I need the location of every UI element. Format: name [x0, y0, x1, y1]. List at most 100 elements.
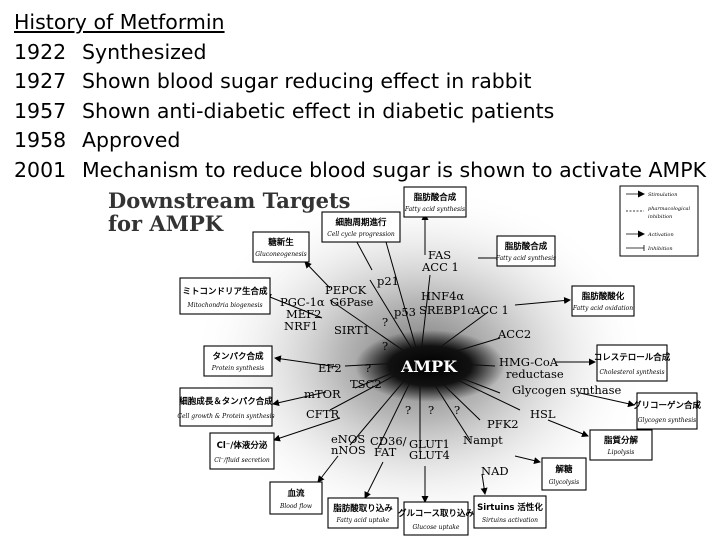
- node-acc1: ACC 1: [471, 303, 509, 317]
- box-subtitle: Protein synthesis: [211, 365, 264, 372]
- outcome-arrows: [264, 213, 635, 503]
- node-unknown: ?: [365, 361, 371, 375]
- box-fatty-acid-oxidation: 脂肪酸酸化 Fatty acid oxidation: [571, 285, 635, 317]
- node-ef2: EF2: [318, 361, 342, 375]
- box-title: 脂肪酸合成: [504, 241, 548, 252]
- history-event: Shown blood sugar reducing effect in rab…: [82, 69, 532, 93]
- target-labels: FAS ACC 1 p21 PEPCK G6Pase HNF4α PGC-1α …: [280, 248, 622, 478]
- node-nampt: Nampt: [463, 433, 503, 447]
- box-protein-synthesis: タンパク合成 Protein synthesis: [203, 345, 273, 377]
- node-mef2: MEF2: [286, 307, 321, 321]
- box-title: Sirtuins 活性化: [477, 502, 543, 513]
- box-subtitle: Cell cycle progression: [327, 231, 395, 238]
- node-srebp1c: SREBP1c: [419, 303, 474, 317]
- box-subtitle: Fatty acid synthesis: [495, 255, 556, 262]
- box-blood-flow: 血流 Blood flow: [269, 481, 323, 515]
- node-unknown: ?: [454, 403, 460, 417]
- box-subtitle: Glucose uptake: [413, 524, 460, 531]
- box-subtitle: Glycogen synthesis: [638, 417, 696, 424]
- legend: Stimulation pharmacological inhibition A…: [619, 185, 699, 257]
- box-title: コレステロール合成: [594, 352, 671, 363]
- legend-item: Activation: [647, 232, 674, 238]
- node-unknown: ?: [382, 339, 388, 353]
- node-nnos: nNOS: [331, 443, 366, 457]
- node-glut4: GLUT4: [409, 448, 450, 462]
- box-lipolysis: 脂質分解 Lipolysis: [589, 429, 653, 461]
- box-glycogen: グリコーゲン合成 Glycogen synthesis: [633, 392, 702, 430]
- node-acc1-top: ACC 1: [421, 260, 459, 274]
- history-event: Mechanism to reduce blood sugar is shown…: [82, 157, 707, 182]
- history-event: Synthesized: [82, 39, 207, 64]
- box-title: 糖新生: [268, 237, 294, 248]
- node-mtor: mTOR: [304, 387, 341, 401]
- node-pfk2: PFK2: [487, 417, 519, 431]
- node-pepck: PEPCK: [325, 283, 367, 297]
- box-title: 血流: [287, 488, 305, 499]
- box-title: グリコーゲン合成: [633, 400, 702, 411]
- box-title: 脂質分解: [603, 435, 639, 446]
- node-unknown: ?: [405, 403, 411, 417]
- history-year: 1927: [14, 69, 67, 93]
- box-title: 細胞周期進行: [335, 217, 387, 228]
- box-glucose-uptake: グルコース取り込み Glucose uptake: [398, 501, 474, 536]
- box-title: 脂肪酸取り込み: [332, 503, 393, 514]
- box-title: ミトコンドリア生合成: [182, 286, 268, 297]
- node-unknown: ?: [382, 315, 388, 329]
- node-acc2: ACC2: [497, 327, 531, 341]
- node-g6pase: G6Pase: [330, 295, 373, 309]
- node-unknown: ?: [428, 403, 434, 417]
- node-nad: NAD: [481, 464, 509, 478]
- box-cholesterol: コレステロール合成 Cholesterol synthesis: [594, 344, 671, 382]
- node-fat: FAT: [374, 445, 397, 459]
- box-title: 脂肪酸酸化: [581, 291, 625, 302]
- node-glut1: GLUT1: [409, 437, 450, 451]
- box-sirtuins: Sirtuins 活性化 Sirtuins activation: [473, 495, 547, 529]
- history-event: Shown anti-diabetic effect in diabetic p…: [82, 98, 555, 123]
- history-row: 1922 Synthesized: [14, 38, 706, 68]
- node-fas: FAS: [428, 248, 451, 262]
- box-gluconeogenesis: 糖新生 Gluconeogenesis: [252, 231, 310, 263]
- node-nrf1: NRF1: [284, 319, 318, 333]
- node-enos: eNOS: [331, 432, 365, 446]
- node-sirt1: SIRT1: [334, 323, 370, 337]
- box-subtitle: Cl⁻/fluid secretion: [214, 457, 270, 464]
- box-subtitle: Glycolysis: [549, 479, 579, 486]
- node-p53: p53: [394, 305, 416, 319]
- box-glycolysis: 解糖 Glycolysis: [541, 457, 587, 491]
- node-hsl: HSL: [530, 407, 556, 421]
- history-year: 2001: [14, 157, 67, 182]
- box-fatty-acid-synthesis-top: 脂肪酸合成 Fatty acid synthesis: [403, 186, 467, 218]
- box-subtitle: Blood flow: [279, 503, 313, 510]
- box-subtitle: Fatty acid oxidation: [572, 305, 633, 312]
- node-cftr: CFTR: [306, 407, 339, 421]
- ampk-label: AMPK: [400, 357, 458, 376]
- box-title: 解糖: [555, 464, 573, 475]
- node-cd36: CD36/: [370, 434, 407, 448]
- history-year: 1922: [14, 39, 67, 64]
- legend-item: inhibition: [648, 214, 672, 220]
- history-row: 1957 Shown anti-diabetic effect in diabet…: [14, 97, 706, 127]
- box-lipid-synthesis: 脂肪酸合成 Fatty acid synthesis: [495, 235, 556, 267]
- node-tsc2: TSC2: [350, 377, 382, 391]
- node-p21: p21: [377, 274, 399, 288]
- legend-item: pharmacological: [648, 206, 691, 212]
- box-title: タンパク合成: [212, 351, 264, 362]
- box-subtitle: Lipolysis: [607, 449, 635, 456]
- box-cell-cycle: 細胞周期進行 Cell cycle progression: [321, 211, 401, 243]
- history-row: 1927 Shown blood sugar reducing effect in…: [14, 67, 706, 97]
- legend-item: Stimulation: [648, 192, 677, 198]
- box-cell-growth: 細胞成長＆タンパク合成 Cell growth & Protein synthe…: [177, 387, 275, 427]
- box-subtitle: Cell growth & Protein synthesis: [177, 413, 274, 420]
- box-title: グルコース取り込み: [398, 508, 474, 519]
- diagram-title-line2: for AMPK: [108, 211, 224, 236]
- node-pgc1a: PGC-1α: [280, 295, 325, 309]
- box-subtitle: Mitochondria biogenesis: [186, 302, 262, 309]
- box-subtitle: Cholesterol synthesis: [599, 369, 664, 376]
- history-event: Approved: [82, 128, 181, 152]
- box-subtitle: Fatty acid uptake: [336, 517, 390, 524]
- history-row: 2001 Mechanism to reduce blood sugar is s…: [14, 156, 706, 186]
- history-year: 1957: [14, 98, 67, 123]
- node-reductase: reductase: [506, 367, 564, 381]
